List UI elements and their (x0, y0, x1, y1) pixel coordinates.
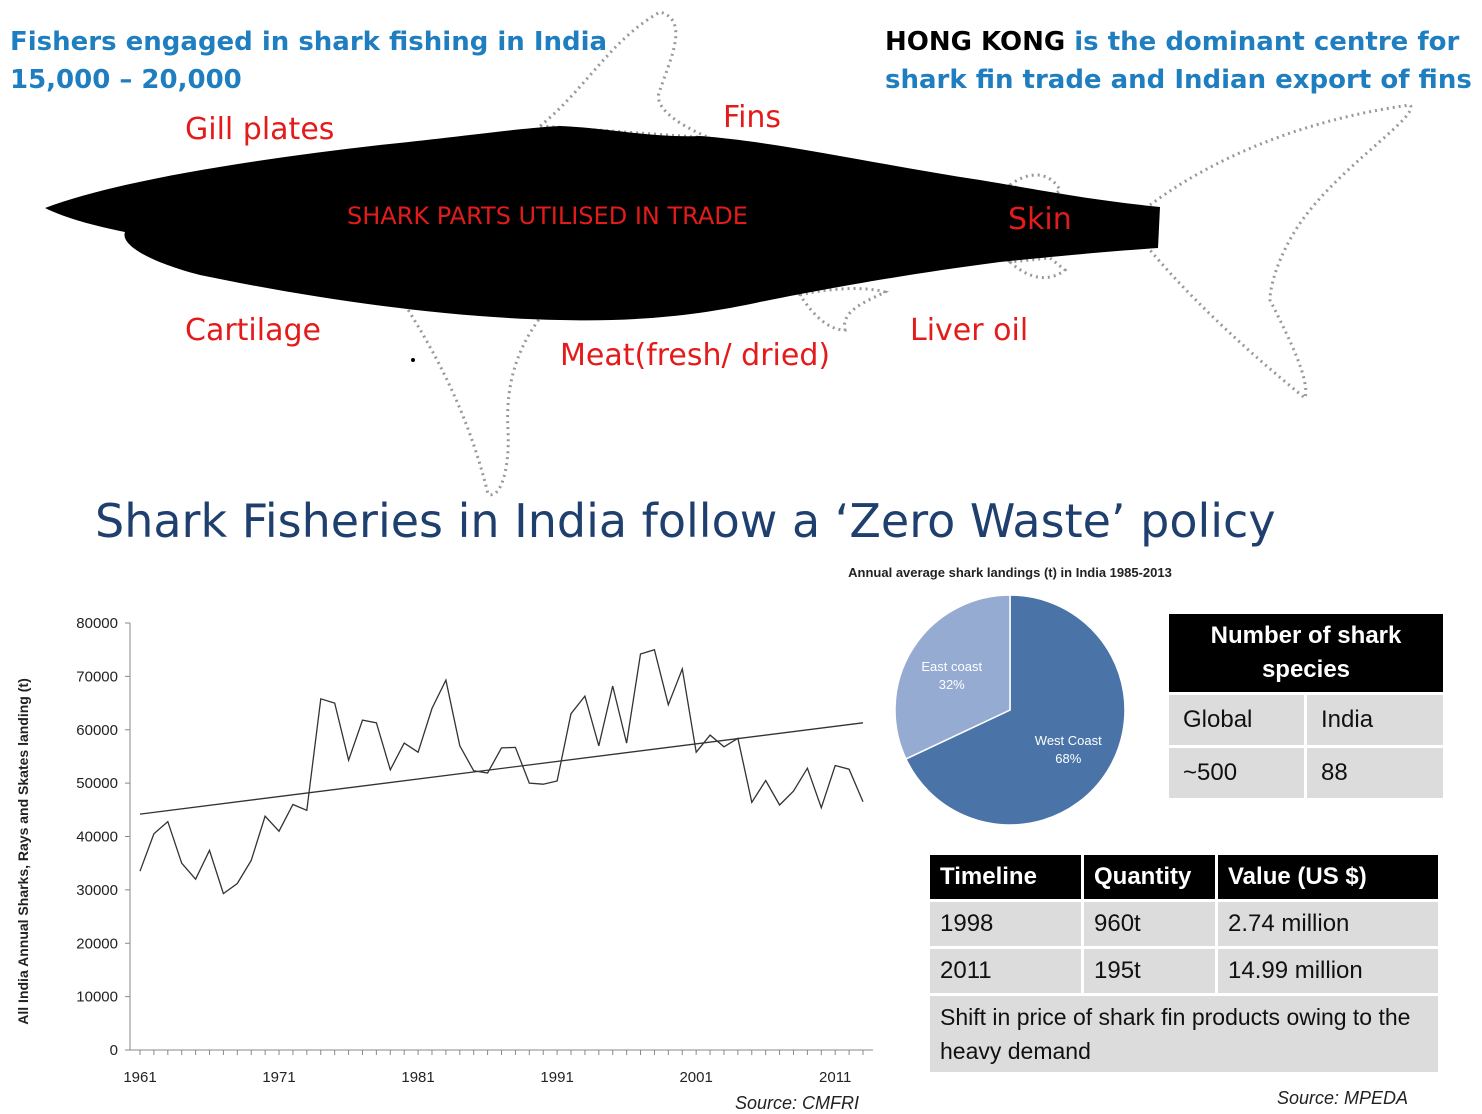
hongkong-rest: is the dominant centre for (1065, 27, 1460, 57)
fishers-line2: 15,000 – 20,000 (10, 65, 242, 95)
cartilage-label: Cartilage (185, 313, 321, 348)
trade-header-timeline: Timeline (930, 855, 1081, 899)
trend-line (139, 722, 864, 815)
pie-slice-percent: 68% (1055, 751, 1081, 766)
x-tick-label: 1971 (262, 1069, 295, 1086)
skin-label: Skin (1008, 202, 1072, 237)
y-tick-label: 50000 (76, 775, 118, 792)
hongkong-bold: HONG KONG (885, 27, 1066, 57)
y-tick-label: 20000 (76, 935, 118, 952)
trade-table: Timeline Quantity Value (US $) 1998 960t… (927, 852, 1441, 1075)
pie-slice-east-coast (894, 594, 1011, 760)
fishers-text: Fishers engaged in shark fishing in Indi… (10, 23, 607, 99)
pie-title: Annual average shark landings (t) in Ind… (848, 565, 1172, 580)
hongkong-text: HONG KONG is the dominant centre for sha… (885, 23, 1472, 99)
species-cell-global: Global (1169, 695, 1304, 745)
shark-parts-title: SHARK PARTS UTILISED IN TRADE (347, 202, 748, 230)
source-mpeda: Source: MPEDA (1277, 1088, 1409, 1108)
line-chart-ylabel: All India Annual Sharks, Rays and Skates… (15, 678, 31, 1024)
trade-cell: 2.74 million (1218, 902, 1438, 946)
policy-title: Shark Fisheries in India follow a ‘Zero … (95, 494, 1276, 548)
pie-slice-label: East coast (921, 659, 982, 674)
landings-series-line (139, 648, 864, 895)
x-tick-label: 1981 (401, 1069, 434, 1086)
fins-label: Fins (723, 100, 782, 135)
trade-cell: 2011 (930, 949, 1081, 993)
pectoral-fin-outline (402, 303, 543, 497)
y-tick-label: 30000 (76, 882, 118, 899)
pie-slice-label: West Coast (1035, 733, 1102, 748)
x-tick-label: 2011 (819, 1069, 851, 1086)
x-tick-label: 1961 (123, 1069, 156, 1086)
species-table: Number of shark species Global India ~50… (1166, 611, 1446, 801)
x-tick-label: 2001 (679, 1069, 712, 1086)
trade-cell: 14.99 million (1218, 949, 1438, 993)
trade-cell: 960t (1084, 902, 1215, 946)
source-cmfri: Source: CMFRI (735, 1093, 860, 1113)
fishers-line1: Fishers engaged in shark fishing in Indi… (10, 27, 608, 57)
species-cell-india: India (1307, 695, 1443, 745)
pie-slice-west-coast (904, 594, 1126, 826)
trade-cell: 195t (1084, 949, 1215, 993)
species-cell-india-value: 88 (1307, 748, 1443, 798)
y-tick-label: 0 (110, 1042, 118, 1059)
landings-pie-chart: West Coast 68% East coast 32% (894, 594, 1126, 826)
dorsal-fin-outline (536, 10, 711, 140)
trade-header-value: Value (US $) (1218, 855, 1438, 899)
trade-note: Shift in price of shark fin products owi… (930, 996, 1438, 1072)
y-tick-label: 40000 (76, 829, 118, 846)
shark-body-silhouette (45, 126, 1160, 321)
species-table-header: Number of shark species (1169, 614, 1443, 692)
x-tick-label: 1991 (540, 1069, 573, 1086)
species-cell-global-value: ~500 (1169, 748, 1304, 798)
small-fins-outline (1006, 173, 1068, 280)
meat-label: Meat(fresh/ dried) (560, 338, 831, 373)
pie-slice-percent: 32% (939, 677, 965, 692)
y-tick-label: 70000 (76, 668, 118, 685)
shark-illustration (45, 10, 1413, 497)
trade-cell: 1998 (930, 902, 1081, 946)
liver-oil-label: Liver oil (910, 313, 1029, 348)
y-tick-label: 10000 (76, 989, 118, 1006)
landings-line-chart: 0 10000 20000 30000 40000 50000 60000 70000 8000… (15, 615, 873, 1086)
y-tick-label: 80000 (76, 615, 118, 632)
gill-plates-label: Gill plates (185, 112, 335, 147)
hongkong-line2: shark fin trade and Indian export of fin… (885, 65, 1472, 95)
trade-header-quantity: Quantity (1084, 855, 1215, 899)
tail-fin-upper-outline (1148, 103, 1413, 401)
y-tick-label: 60000 (76, 722, 118, 739)
pelvic-fin-outline (797, 287, 890, 332)
